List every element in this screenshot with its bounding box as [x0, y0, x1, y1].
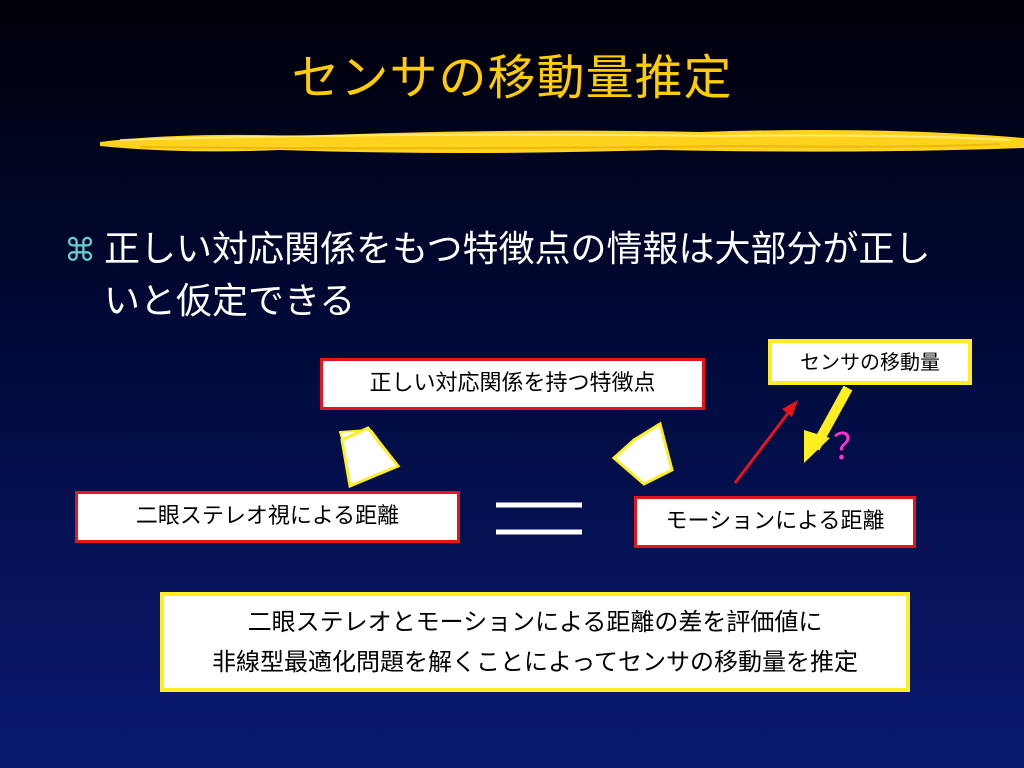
red-arrow-icon: [733, 400, 798, 484]
feature-point-box: 正しい対応関係を持つ特徴点: [320, 358, 705, 410]
title-underline-brushstroke: [100, 130, 1024, 153]
conclusion-line-2: 非線型最適化問題を解くことによってセンサの移動量を推定: [211, 648, 859, 676]
bullet-text: 正しい対応関係をもつ特徴点の情報は大部分が正しいと仮定できる: [104, 229, 931, 322]
equals-sign: [496, 502, 582, 535]
up-arrow-left-icon: [338, 426, 401, 489]
slide-title: センサの移動量推定: [291, 50, 733, 106]
stereo-distance-box: 二眼ステレオ視による距離: [75, 491, 460, 543]
yellow-arrow-icon: [804, 385, 853, 463]
up-arrow-right-icon: [611, 421, 674, 486]
z-bullet-icon: ⌘: [64, 231, 96, 269]
conclusion-box: 二眼ステレオとモーションによる距離の差を評価値に 非線型最適化問題を解くことによ…: [160, 592, 910, 692]
motion-distance-box: モーションによる距離: [634, 496, 916, 548]
question-mark: ？: [833, 427, 870, 468]
sensor-motion-box: センサの移動量: [768, 339, 972, 385]
conclusion-line-1: 二眼ステレオとモーションによる距離の差を評価値に: [247, 608, 823, 636]
bullet-point: ⌘ 正しい対応関係をもつ特徴点の情報は大部分が正しいと仮定できる: [64, 224, 964, 328]
